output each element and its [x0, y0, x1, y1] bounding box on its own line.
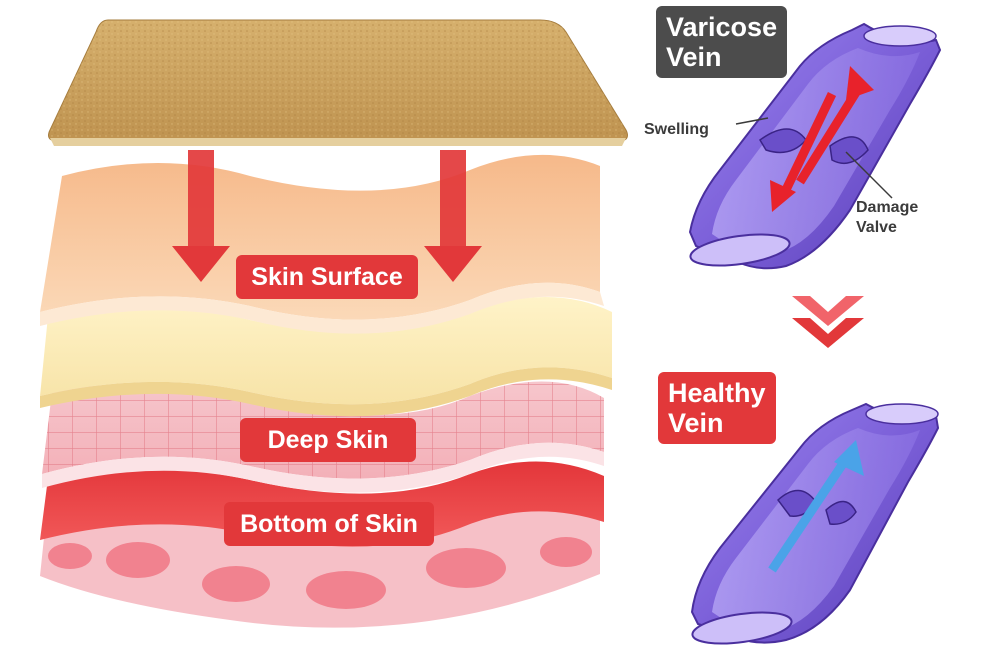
- varicose-title-line1: Varicose: [666, 12, 778, 42]
- varicose-title-line2: Vein: [666, 42, 722, 72]
- damage-valve-leader-line: [845, 151, 893, 199]
- patch: [48, 19, 628, 146]
- label-deep-skin: Deep Skin: [240, 418, 416, 462]
- layer-cream: [40, 297, 612, 417]
- absorption-arrow-left: [172, 150, 230, 282]
- chevron-down-icon: [792, 296, 864, 348]
- swelling-label: Swelling: [644, 121, 709, 138]
- swelling-leader-line: [735, 117, 769, 125]
- damage-label: Damage: [856, 199, 919, 216]
- varicose-vein-title: Varicose Vein: [656, 6, 788, 78]
- healthy-vein-title: Healthy Vein: [658, 372, 776, 444]
- damage-valve-annotation: Damage Valve: [856, 198, 918, 238]
- label-bottom-of-skin: Bottom of Skin: [224, 502, 434, 546]
- healthy-title-line2: Vein: [668, 408, 724, 438]
- swelling-annotation: Swelling: [644, 120, 709, 140]
- varicose-vein-illustration: [688, 22, 942, 270]
- valve-label: Valve: [856, 219, 897, 236]
- healthy-title-line1: Healthy: [668, 378, 766, 408]
- label-skin-surface: Skin Surface: [236, 255, 418, 299]
- healthy-vein-illustration: [690, 402, 940, 645]
- absorption-arrow-right: [424, 150, 482, 282]
